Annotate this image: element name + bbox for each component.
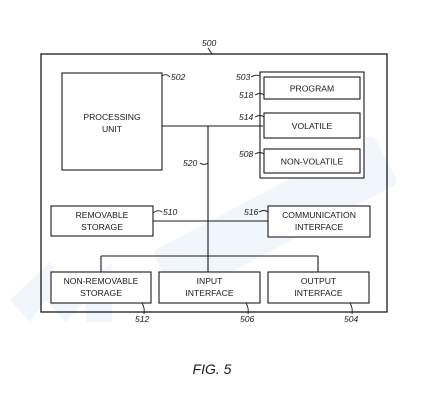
program-label: PROGRAM	[290, 84, 334, 94]
communication-interface-label-1: COMMUNICATION	[282, 210, 356, 220]
processing-unit-label-2: UNIT	[102, 124, 123, 134]
communication-interface-label-2: INTERFACE	[295, 222, 343, 232]
leader-508	[254, 152, 265, 155]
leader-516	[258, 210, 269, 213]
removable-storage-label-2: STORAGE	[81, 222, 123, 232]
leader-506	[245, 302, 249, 315]
leader-500	[207, 47, 213, 55]
non-removable-storage-label-1: NON-REMOVABLE	[64, 276, 139, 286]
input-interface-label-2: INTERFACE	[185, 288, 233, 298]
ref-518: 518	[239, 90, 254, 100]
input-interface-box	[158, 271, 261, 304]
ref-506: 506	[240, 314, 255, 324]
system-boundary	[40, 53, 388, 313]
leader-503	[250, 74, 261, 78]
ref-516: 516	[244, 207, 259, 217]
ref-504: 504	[344, 314, 359, 324]
processing-unit-label-1: PROCESSING	[83, 112, 141, 122]
program-box	[263, 76, 361, 100]
processing-unit-box	[61, 72, 163, 171]
input-interface-label-1: INPUT	[197, 276, 224, 286]
ref-508: 508	[239, 149, 254, 159]
communication-interface-box	[267, 205, 371, 238]
non-removable-storage-label-2: STORAGE	[80, 288, 122, 298]
leader-504	[349, 302, 353, 315]
leader-520	[199, 162, 209, 165]
volatile-box	[263, 112, 361, 139]
removable-storage-label-1: REMOVABLE	[76, 210, 129, 220]
leader-512	[141, 302, 145, 315]
removable-storage-box	[50, 205, 154, 237]
ref-514: 514	[239, 112, 254, 122]
ref-510: 510	[163, 207, 178, 217]
output-interface-box	[267, 271, 370, 304]
leader-514	[254, 115, 265, 118]
output-interface-label-1: OUTPUT	[301, 276, 337, 286]
ref-502: 502	[171, 72, 186, 82]
ref-500: 500	[202, 38, 217, 48]
non-volatile-label: NON-VOLATILE	[281, 157, 344, 167]
ref-503: 503	[236, 72, 251, 82]
leader-502	[161, 74, 171, 78]
volatile-label: VOLATILE	[292, 121, 333, 131]
bus-wiring	[100, 125, 319, 272]
ref-512: 512	[135, 314, 150, 324]
non-volatile-box	[263, 148, 361, 174]
figure-caption: FIG. 5	[193, 361, 232, 377]
ref-520: 520	[183, 158, 198, 168]
leader-510	[152, 210, 163, 214]
non-removable-storage-box	[50, 271, 152, 304]
leader-518	[254, 93, 265, 96]
output-interface-label-2: INTERFACE	[294, 288, 342, 298]
